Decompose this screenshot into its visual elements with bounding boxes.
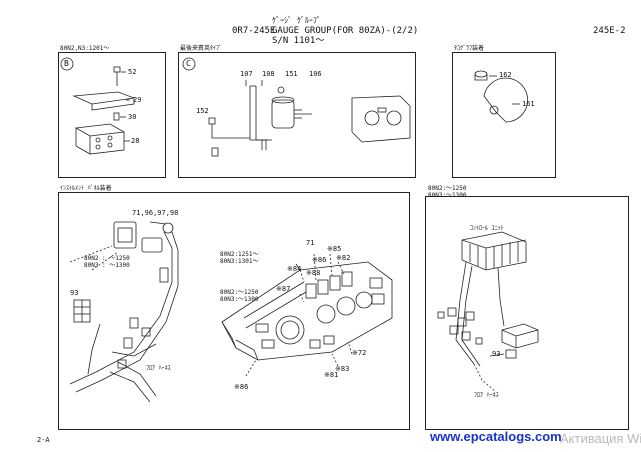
sender-106-drawing — [271, 86, 312, 129]
callout-52: 52 — [128, 68, 137, 76]
wire-152-drawing — [208, 117, 250, 157]
callout-86-bottom: ※86 — [234, 383, 249, 391]
callout-84: ※84 — [287, 265, 302, 273]
bracket-29-drawing — [72, 91, 135, 111]
callout-161: 161 — [522, 100, 535, 108]
connector-93-drawing — [73, 299, 91, 323]
callout-86-top: ※86 — [312, 256, 327, 264]
callout-30: 30 — [128, 113, 137, 121]
gasket-drawing — [351, 95, 411, 143]
callout-83: ※83 — [335, 365, 350, 373]
range-lower-80n3: 80N3:～1300 — [220, 296, 259, 303]
panel-b-caption: 80N2,N3:1201～ — [60, 45, 110, 52]
connector-block-drawing — [475, 323, 539, 359]
plug-162-drawing — [474, 70, 497, 81]
callout-151: 151 — [285, 70, 298, 78]
callout-107: 107 — [240, 70, 253, 78]
callout-88: ※88 — [306, 269, 321, 277]
range-80n2-right: 80N2:～1250 — [428, 185, 467, 192]
wire-harness-drawing — [69, 221, 179, 403]
watermark-activation: Активация Win — [560, 431, 641, 446]
callout-82: ※82 — [336, 254, 351, 262]
floor-harness-label-right: ﾌﾛｱ ﾊｰﾈｽ — [474, 392, 499, 399]
panel-c — [178, 52, 416, 178]
tachograph-caption: ﾀｺｸﾞﾗﾌ装着 — [454, 45, 485, 52]
page-number: 2-A — [37, 436, 50, 444]
spacer-30-drawing — [113, 112, 126, 121]
callout-81: ※81 — [324, 371, 339, 379]
page-reference: 245E-2 — [593, 26, 626, 36]
panel-c-bracket-drawing — [245, 80, 272, 150]
range-80n2-left: 80N2 : ～1250 — [84, 255, 130, 262]
callout-106: 106 — [309, 70, 322, 78]
control-unit-drawing — [437, 231, 527, 367]
panel-c-caption: 最後来賓英ﾀｲﾌﾟ — [180, 45, 223, 52]
catalog-code: 0R7-245E — [232, 26, 276, 36]
callout-71: 71 — [306, 239, 315, 247]
range-upper-80n2: 80N2:1251～ — [220, 251, 259, 258]
callout-93-left: 93 — [70, 289, 79, 297]
callout-29: 29 — [133, 96, 142, 104]
callout-72: ※72 — [352, 349, 367, 357]
range-upper-80n3: 80N3:1301～ — [220, 258, 259, 265]
panel-b-letter: B — [64, 59, 69, 68]
control-unit-label: ｺﾝﾄﾛｰﾙ ﾕﾆｯﾄ — [470, 225, 504, 232]
watermark-site: www.epcatalogs.com — [430, 429, 562, 444]
panel-control-unit — [425, 196, 629, 430]
title-japanese: ｹﾞｰｼﾞ ｸﾞﾙｰﾌﾟ — [272, 16, 321, 25]
callout-152: 152 — [196, 107, 209, 115]
plate-161-drawing — [483, 77, 529, 123]
serial-range: S/N 1101～ — [272, 36, 325, 46]
callout-85: ※85 — [327, 245, 342, 253]
cluster-leader-lines — [245, 253, 353, 377]
callout-162: 162 — [499, 71, 512, 79]
panel-tachograph — [452, 52, 556, 178]
panel-b-letter-circle — [60, 57, 74, 71]
range-80n3-left: 80N3 : ～1300 — [84, 262, 130, 269]
range-80n3-right: 80N3:～1300 — [428, 192, 467, 199]
panel-b — [58, 52, 166, 178]
bolt-52-drawing — [113, 66, 126, 86]
floor-harness-label-left: ﾌﾛｱ ﾊｰﾈｽ — [146, 365, 171, 372]
plate-28-drawing — [74, 123, 130, 155]
callout-71-96-97-98: 71,96,97,98 — [132, 209, 179, 217]
panel-instrument — [58, 192, 410, 430]
callout-108: 108 — [262, 70, 275, 78]
panel-c-letter-circle — [182, 57, 196, 71]
callout-28: 28 — [131, 137, 140, 145]
range-lower-80n2: 80N2:～1250 — [220, 289, 259, 296]
page-title: GAUGE GROUP(FOR 80ZA)-(2/2) — [272, 26, 419, 36]
callout-93-right: 93 — [492, 350, 501, 358]
instrument-cluster-drawing — [221, 261, 393, 361]
panel-c-letter: C — [186, 59, 191, 68]
callout-87: ※87 — [276, 285, 291, 293]
instrument-panel-caption: ｲﾝｽﾄﾙﾒﾝﾄ ﾊﾟﾈﾙ装着 — [60, 185, 112, 192]
